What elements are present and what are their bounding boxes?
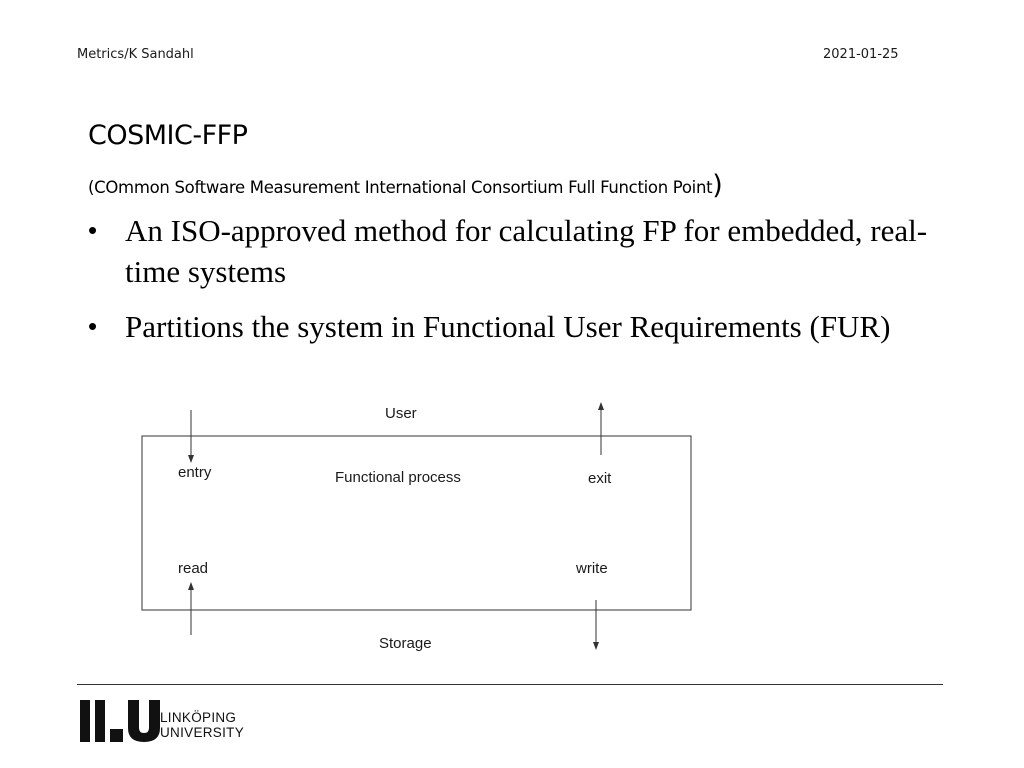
bullet-dot-icon: • <box>88 215 98 245</box>
slide-subtitle: (COmmon Software Measurement Internation… <box>88 170 723 201</box>
entry-label: entry <box>178 464 212 481</box>
header-author: Metrics/K Sandahl <box>77 47 194 62</box>
university-name-line1: LINKÖPING <box>160 710 237 725</box>
diagram-graphics <box>141 402 692 650</box>
bullet-item: • An ISO-approved method for calculating… <box>88 210 938 292</box>
bullet-text: An ISO-approved method for calculating F… <box>125 213 928 289</box>
functional-process-label: Functional process <box>335 469 461 486</box>
subtitle-close-paren: ) <box>712 170 723 201</box>
bullet-text: Partitions the system in Functional User… <box>125 309 891 344</box>
exit-label: exit <box>588 470 612 487</box>
header-date: 2021-01-25 <box>823 47 899 62</box>
cosmic-diagram: User Functional process entry exit read … <box>130 395 710 660</box>
bullet-item: • Partitions the system in Functional Us… <box>88 306 938 347</box>
footer-divider <box>77 684 943 685</box>
subtitle-text: (COmmon Software Measurement Internation… <box>88 178 713 197</box>
university-name: LINKÖPING UNIVERSITY <box>160 710 244 740</box>
storage-label: Storage <box>379 635 432 652</box>
bullet-list: • An ISO-approved method for calculating… <box>88 210 938 361</box>
write-label: write <box>576 560 608 577</box>
bullet-dot-icon: • <box>88 311 98 341</box>
user-label: User <box>385 405 417 422</box>
liu-logo-icon <box>80 700 160 742</box>
process-box <box>141 435 692 611</box>
read-label: read <box>178 560 209 577</box>
university-name-line2: UNIVERSITY <box>160 725 245 740</box>
slide-title: COSMIC-FFP <box>88 120 248 151</box>
